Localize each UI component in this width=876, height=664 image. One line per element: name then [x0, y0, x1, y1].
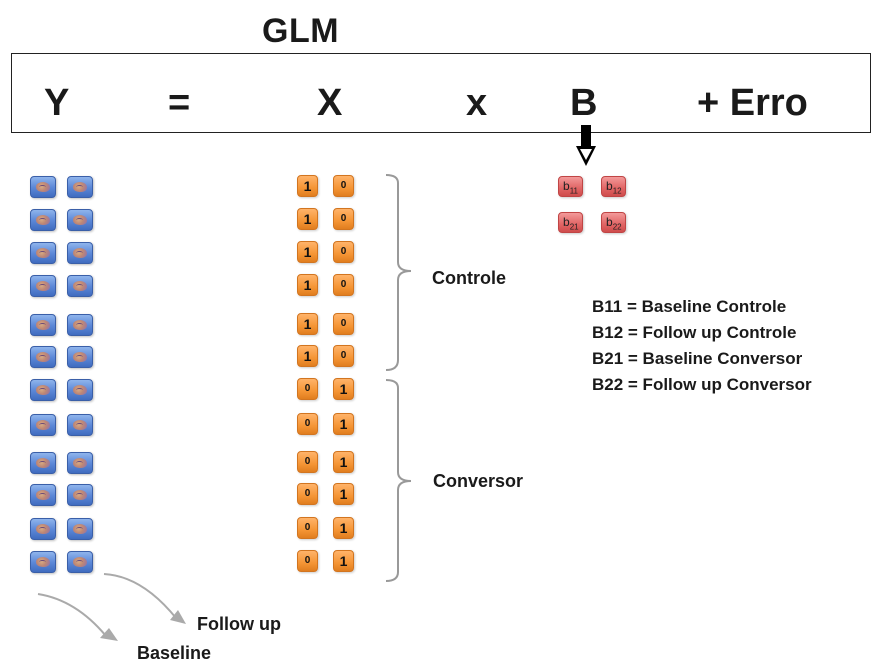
design-cell: 0: [333, 241, 354, 263]
equation-box: [11, 53, 871, 133]
design-cell: 0: [297, 483, 318, 505]
brain-scan-icon-follow-up: [67, 242, 93, 264]
design-cell: 1: [333, 517, 354, 539]
baseline-arrow-icon: [37, 593, 118, 641]
brain-scan-icon-follow-up: [67, 209, 93, 231]
legend-b22: B22 = Follow up Conversor: [592, 375, 812, 394]
arrow-down-icon: [576, 125, 596, 166]
brain-scan-icon-baseline: [30, 209, 56, 231]
design-cell: 0: [333, 313, 354, 335]
brain-scan-icon-baseline: [30, 379, 56, 401]
brain-scan-icon-follow-up: [67, 346, 93, 368]
design-cell: 1: [297, 208, 318, 230]
design-cell: 1: [297, 241, 318, 263]
design-cell: 0: [297, 517, 318, 539]
follow-up-arrow-icon: [103, 573, 186, 624]
equation-x: X: [317, 82, 343, 124]
design-cell: 0: [297, 378, 318, 400]
design-cell: 1: [333, 483, 354, 505]
brain-scan-icon-baseline: [30, 484, 56, 506]
brain-scan-icon-baseline: [30, 176, 56, 198]
follow-up-label: Follow up: [197, 614, 281, 634]
brain-scan-icon-follow-up: [67, 518, 93, 540]
brain-scan-icon-baseline: [30, 242, 56, 264]
design-cell: 1: [333, 413, 354, 435]
baseline-label: Baseline: [137, 643, 212, 663]
legend-b21: B21 = Baseline Conversor: [592, 349, 803, 368]
brain-scan-icon-baseline: [30, 518, 56, 540]
design-cell: 1: [297, 175, 318, 197]
design-cell: 1: [297, 274, 318, 296]
equation-b: B: [570, 82, 598, 124]
beta-cell-11: b11: [558, 176, 583, 197]
equation-times: x: [466, 82, 488, 124]
brain-scan-icon-baseline: [30, 551, 56, 573]
controle-bracket: [385, 174, 412, 371]
brain-scan-icon-baseline: [30, 346, 56, 368]
legend-b12: B12 = Follow up Controle: [592, 323, 797, 342]
brain-scan-icon-follow-up: [67, 551, 93, 573]
equation-y: Y: [44, 82, 70, 124]
brain-scan-icon-baseline: [30, 275, 56, 297]
design-cell: 0: [333, 345, 354, 367]
design-cell: 0: [297, 550, 318, 572]
design-cell: 1: [333, 550, 354, 572]
brain-scan-icon-follow-up: [67, 414, 93, 436]
beta-cell-12: b12: [601, 176, 626, 197]
design-cell: 0: [297, 451, 318, 473]
design-cell: 0: [333, 208, 354, 230]
design-cell: 0: [333, 274, 354, 296]
equation-equals: =: [168, 82, 191, 124]
brain-scan-icon-follow-up: [67, 275, 93, 297]
brain-scan-icon-follow-up: [67, 452, 93, 474]
design-cell: 1: [333, 378, 354, 400]
conversor-label: Conversor: [433, 471, 524, 491]
brain-scan-icon-follow-up: [67, 176, 93, 198]
beta-cell-22: b22: [601, 212, 626, 233]
brain-scan-icon-baseline: [30, 452, 56, 474]
design-cell: 1: [333, 451, 354, 473]
brain-scan-icon-baseline: [30, 414, 56, 436]
brain-scan-icon-follow-up: [67, 379, 93, 401]
equation-error: + Erro: [697, 82, 808, 124]
design-cell: 1: [297, 345, 318, 367]
brain-scan-icon-follow-up: [67, 484, 93, 506]
conversor-bracket: [385, 379, 412, 582]
legend-b11: B11 = Baseline Controle: [592, 297, 787, 316]
design-cell: 0: [297, 413, 318, 435]
beta-cell-21: b21: [558, 212, 583, 233]
diagram-title: GLM: [262, 12, 340, 50]
controle-label: Controle: [432, 268, 506, 288]
design-cell: 1: [297, 313, 318, 335]
design-cell: 0: [333, 175, 354, 197]
brain-scan-icon-baseline: [30, 314, 56, 336]
brain-scan-icon-follow-up: [67, 314, 93, 336]
